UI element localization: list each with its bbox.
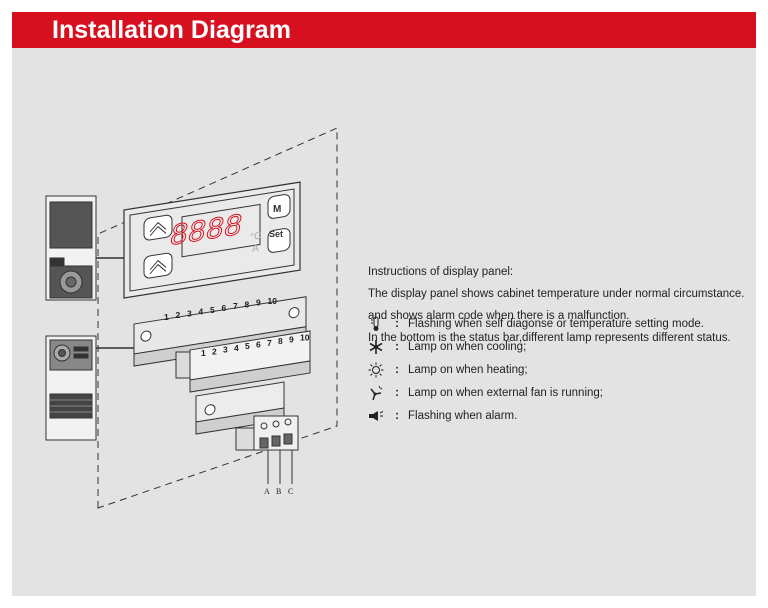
unit-celsius: °C: [250, 231, 261, 244]
terminal-number: 10: [268, 296, 278, 306]
button-set-label: Set: [269, 229, 283, 239]
legend-separator: :: [395, 409, 399, 422]
cabinet-unit-bottom: [45, 335, 97, 441]
legend-text: Lamp on when heating;: [408, 363, 528, 376]
terminal-number: 5: [210, 305, 215, 315]
legend-item: : Lamp on when cooling;: [366, 335, 756, 358]
terminal-number: 6: [222, 303, 227, 313]
terminal-number: 4: [234, 343, 239, 353]
terminal-number: 7: [267, 338, 272, 348]
unit-alarm: A: [252, 243, 259, 255]
instructions-line: In the bottom is the status bar,differen…: [368, 332, 731, 344]
legend-text: Lamp on when cooling;: [408, 340, 527, 353]
alarm-horn-icon: [366, 406, 386, 426]
legend-text: Flashing when self diagonse or temperatu…: [408, 317, 704, 330]
terminal-number: 7: [233, 301, 238, 311]
legend-item: : Flashing when self diagonse or tempera…: [366, 312, 756, 335]
sun-icon: [366, 360, 386, 380]
legend-item: : Lamp on when heating;: [366, 358, 756, 381]
thermometer-icon: [366, 314, 386, 334]
abc-connector: [235, 415, 299, 484]
cabinet-unit-top: [45, 195, 97, 301]
instructions-line: Instructions of display panel:: [368, 266, 514, 278]
dashed-frame: [97, 127, 338, 509]
legend-separator: :: [395, 363, 399, 376]
terminal-number: 10: [300, 333, 310, 343]
snowflake-icon: [366, 337, 386, 357]
status-legend: : Flashing when self diagonse or tempera…: [366, 312, 756, 427]
terminal-number: 8: [245, 299, 250, 309]
terminal-block-bottom: [195, 381, 285, 435]
terminal-number: 8: [278, 336, 283, 346]
instructions-line: The display panel shows cabinet temperat…: [368, 288, 745, 300]
abc-label: A: [264, 487, 270, 496]
abc-label: B: [276, 487, 281, 496]
terminal-number: 2: [176, 310, 181, 320]
legend-text: Flashing when alarm.: [408, 409, 518, 422]
terminal-number: 6: [256, 340, 261, 350]
terminal-number: 9: [289, 334, 294, 344]
terminal-number: 4: [199, 307, 204, 317]
terminal-number: 1: [201, 348, 206, 358]
legend-item: : Lamp on when external fan is running;: [366, 381, 756, 404]
terminal-number: 5: [245, 341, 250, 351]
terminal-number: 3: [187, 308, 192, 318]
terminal-number: 2: [212, 346, 217, 356]
legend-separator: :: [395, 386, 399, 399]
legend-separator: :: [395, 317, 399, 330]
instructions-line: and shows alarm code when there is a mal…: [368, 310, 630, 322]
connector-plug-left: [175, 351, 191, 379]
button-m-label: M: [273, 204, 281, 215]
page-title: Installation Diagram: [52, 16, 291, 44]
fan-icon: [366, 383, 386, 403]
legend-separator: :: [395, 340, 399, 353]
display-controller: [123, 181, 301, 299]
legend-text: Lamp on when external fan is running;: [408, 386, 603, 399]
terminal-number: 9: [256, 298, 261, 308]
terminal-number: 1: [164, 312, 169, 322]
instructions: Instructions of display panel: The displ…: [368, 261, 768, 349]
legend-item: : Flashing when alarm.: [366, 404, 756, 427]
header-banner: Installation Diagram: [12, 12, 756, 48]
terminal-number: 3: [223, 345, 228, 355]
abc-label: C: [288, 487, 293, 496]
